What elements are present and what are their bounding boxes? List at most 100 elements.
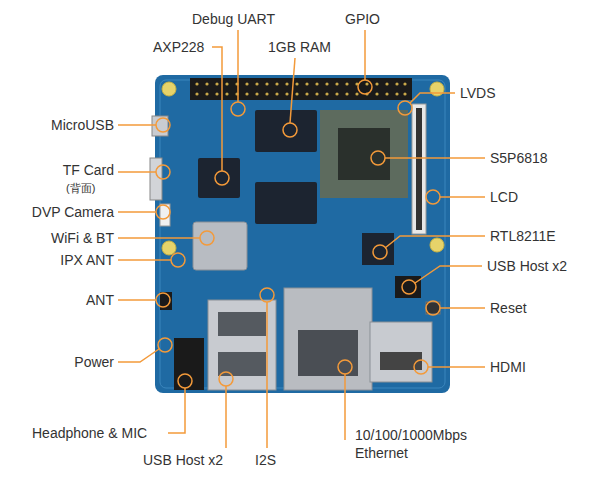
callout-label: S5P6818 <box>490 149 548 167</box>
leader-line <box>440 307 485 309</box>
leader-line <box>385 236 485 248</box>
ram-chip <box>255 182 317 224</box>
leader-line <box>118 124 156 126</box>
leader-line <box>118 349 159 362</box>
gpio-header <box>285 92 288 95</box>
callout-label: LVDS <box>460 84 496 102</box>
hdmi-jack <box>370 322 432 382</box>
gpio-header <box>225 92 228 95</box>
phy-chip <box>362 233 394 265</box>
leader-line <box>118 171 156 173</box>
leader-line <box>414 360 428 374</box>
callout-label: RTL8211E <box>490 227 556 245</box>
leader-line <box>178 374 192 388</box>
lcd-connector <box>412 104 426 234</box>
gpio-header <box>255 82 258 85</box>
audio-jack <box>174 338 204 390</box>
wifi-module <box>193 222 247 270</box>
lcd-connector <box>412 104 426 234</box>
callout-label: USB Host x2 <box>143 451 223 469</box>
leader-line <box>440 196 485 198</box>
callout-label: WiFi & BT <box>51 229 114 247</box>
leader-line <box>373 245 387 259</box>
pmic-chip <box>198 158 240 198</box>
gpio-header <box>315 92 318 95</box>
leader-line <box>118 299 156 301</box>
gpio-header <box>295 92 298 95</box>
usb-jack <box>208 300 276 390</box>
gpio-header <box>190 78 412 100</box>
callout-label: ANT <box>86 291 114 309</box>
callout-label: DVP Camera <box>32 203 114 221</box>
usb-header <box>395 276 421 298</box>
gpio-header <box>265 92 268 95</box>
gpio-header <box>205 92 208 95</box>
usb-jack <box>208 300 276 390</box>
gpio-header <box>375 92 378 95</box>
leader-line <box>156 205 170 219</box>
usb-header <box>395 276 421 298</box>
gpio-header <box>395 82 398 85</box>
leader-line <box>171 253 185 267</box>
leader-line <box>156 293 170 307</box>
gpio-header <box>345 82 348 85</box>
callout-label: USB Host x2 <box>487 257 567 275</box>
leader-line <box>158 338 172 352</box>
mounting-hole <box>430 238 444 252</box>
gpio-header <box>225 82 228 85</box>
callout-label: 1GB RAM <box>268 38 331 56</box>
hdmi-jack <box>380 352 422 370</box>
gpio-header <box>403 82 406 85</box>
leader-line <box>237 30 239 102</box>
gpio-header <box>365 82 368 85</box>
gpio-header <box>385 92 388 95</box>
leader-line <box>283 123 297 137</box>
leader-line <box>415 266 482 283</box>
gpio-header <box>335 92 338 95</box>
leader-line <box>168 388 185 433</box>
callout-label: IPX ANT <box>60 251 114 269</box>
leader-line <box>118 259 171 261</box>
mounting-hole <box>430 82 444 96</box>
gpio-header <box>275 82 278 85</box>
leader-line <box>215 171 229 185</box>
gpio-header <box>255 92 258 95</box>
callout-label: Power <box>74 353 114 371</box>
gpio-header <box>325 92 328 95</box>
callout-label: HDMI <box>490 358 526 376</box>
gpio-header <box>295 82 298 85</box>
gpio-header <box>305 92 308 95</box>
leader-line <box>385 157 485 159</box>
leader-line <box>371 151 385 165</box>
leader-line <box>410 93 455 103</box>
callout-label: TF Card <box>63 161 114 179</box>
gpio-header <box>385 82 388 85</box>
gpio-header <box>275 92 278 95</box>
gpio-header <box>195 82 198 85</box>
leader-line <box>118 237 200 239</box>
pmic-chip <box>198 158 240 198</box>
soc-chip <box>320 110 408 198</box>
leader-line <box>118 30 485 448</box>
leader-line <box>200 231 214 245</box>
gpio-header <box>315 82 318 85</box>
callout-label: LCD <box>490 188 518 206</box>
gpio-header <box>265 82 268 85</box>
gpio-header <box>403 92 406 95</box>
leader-line <box>364 30 366 80</box>
callout-label: AXP228 <box>153 38 204 56</box>
ethernet-jack <box>284 288 372 390</box>
gpio-header <box>395 92 398 95</box>
pcb <box>155 75 450 393</box>
soc-chip <box>320 110 408 198</box>
gpio-header <box>355 92 358 95</box>
leader-line <box>118 211 156 213</box>
leader-line <box>225 386 227 448</box>
lcd-connector <box>416 108 422 230</box>
leader-line <box>398 101 412 115</box>
gpio-header <box>195 82 406 95</box>
ethernet-jack <box>284 288 372 390</box>
mounting-hole <box>162 82 176 96</box>
callout-label: MicroUSB <box>51 116 114 134</box>
